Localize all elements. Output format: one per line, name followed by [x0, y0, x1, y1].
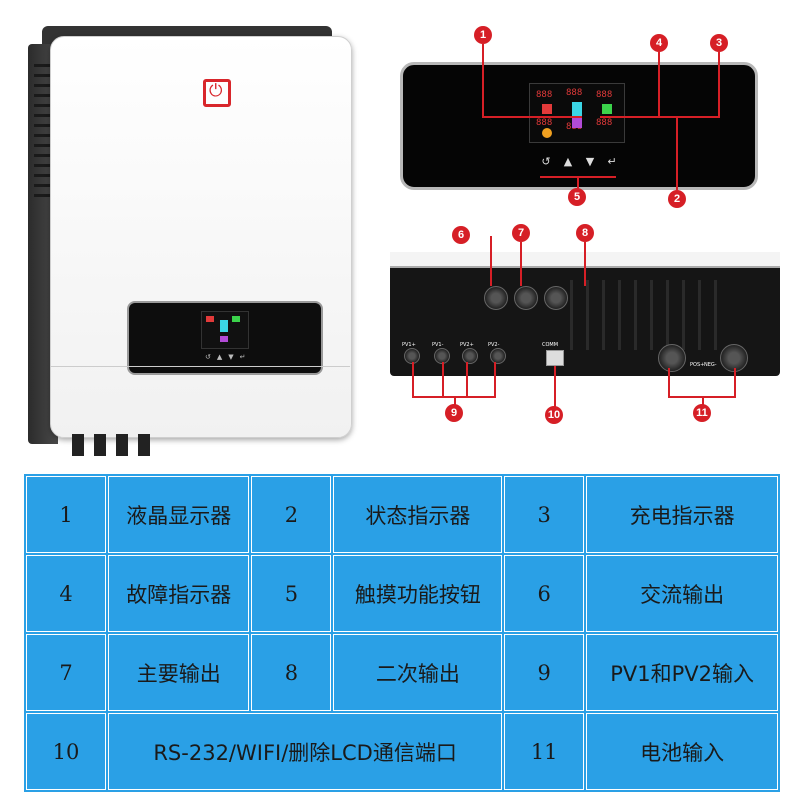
callout-lead — [454, 396, 456, 406]
terminal-label: PV1- — [432, 342, 444, 348]
mini-panel-buttons: ↺▲▼↵ — [205, 353, 252, 361]
lcd-display: 888 888 888 888 888 888 — [529, 83, 625, 143]
callout-lead — [520, 242, 522, 286]
callout-lead — [577, 176, 579, 190]
item-number: 10 — [26, 713, 106, 790]
callout-lead — [676, 118, 678, 190]
callout-lead — [494, 362, 496, 398]
terminal-label: PV2- — [488, 342, 500, 348]
component-legend-table: 1 液晶显示器 2 状态指示器 3 充电指示器 4 故障指示器 5 触摸功能按钮… — [24, 474, 780, 792]
callout-lead — [442, 362, 444, 398]
callout-2: 2 — [668, 190, 686, 208]
item-label: 电池输入 — [586, 713, 778, 790]
item-label: 主要输出 — [108, 634, 250, 711]
item-number: 4 — [26, 555, 106, 632]
item-label: 状态指示器 — [333, 476, 503, 553]
item-number: 7 — [26, 634, 106, 711]
item-label: 液晶显示器 — [108, 476, 250, 553]
callout-6: 6 — [452, 226, 470, 244]
item-number: 9 — [504, 634, 585, 711]
lcd-digit: 888 — [596, 90, 613, 100]
callout-lead — [658, 52, 660, 118]
callout-10: 10 — [545, 406, 563, 424]
callout-lead — [490, 236, 492, 286]
inverter-divider — [50, 366, 350, 367]
terminal-label: PV2+ — [460, 342, 474, 348]
callout-1: 1 — [474, 26, 492, 44]
callout-7: 7 — [512, 224, 530, 242]
ac-output-gland — [484, 286, 508, 310]
inverter-body: ↺▲▼↵ — [50, 36, 352, 438]
callout-lead — [702, 396, 704, 406]
callout-lead — [466, 362, 468, 398]
lcd-digit: 888 — [566, 88, 583, 98]
comm-label: COMM — [542, 342, 559, 348]
item-number: 3 — [504, 476, 585, 553]
item-number: 6 — [504, 555, 585, 632]
table-row: 1 液晶显示器 2 状态指示器 3 充电指示器 — [26, 476, 778, 553]
callout-8: 8 — [576, 224, 594, 242]
callout-lead — [554, 366, 556, 408]
inverter-front-image: ↺▲▼↵ — [28, 26, 358, 458]
callout-lead — [482, 116, 582, 118]
callout-lead — [600, 116, 720, 118]
callout-lead — [734, 368, 736, 398]
battery-pos-gland — [658, 344, 686, 372]
inverter-connectors — [72, 434, 162, 458]
pv-connector — [462, 348, 478, 364]
battery-label: NEG- — [704, 362, 717, 368]
main-output-gland — [514, 286, 538, 310]
lcd-digit: 888 — [536, 90, 553, 100]
item-label: 交流输出 — [586, 555, 778, 632]
lcd-digit: 888 — [536, 118, 553, 128]
callout-lead — [668, 368, 670, 398]
table-row: 7 主要输出 8 二次输出 9 PV1和PV2输入 — [26, 634, 778, 711]
item-number: 1 — [26, 476, 106, 553]
inverter-control-panel: ↺▲▼↵ — [127, 301, 323, 375]
power-logo-icon — [203, 79, 231, 107]
item-label: 触摸功能按钮 — [333, 555, 503, 632]
enter-icon: ↵ — [607, 155, 617, 168]
item-number: 5 — [251, 555, 332, 632]
item-label: PV1和PV2输入 — [586, 634, 778, 711]
up-icon: ▲ — [563, 155, 573, 168]
item-label: RS-232/WIFI/删除LCD通信端口 — [108, 713, 503, 790]
table-row: 4 故障指示器 5 触摸功能按钮 6 交流输出 — [26, 555, 778, 632]
lcd-digit: 888 — [596, 118, 613, 128]
terminal-label: PV1+ — [402, 342, 416, 348]
callout-lead — [412, 362, 414, 398]
callout-lead — [584, 242, 586, 286]
callout-9: 9 — [445, 404, 463, 422]
callout-lead — [718, 52, 720, 118]
item-number: 2 — [251, 476, 332, 553]
item-label: 故障指示器 — [108, 555, 250, 632]
down-icon: ▼ — [585, 155, 595, 168]
comm-port — [546, 350, 564, 366]
pv-connector — [490, 348, 506, 364]
callout-11: 11 — [693, 404, 711, 422]
item-label: 二次输出 — [333, 634, 503, 711]
item-number: 11 — [504, 713, 585, 790]
callout-3: 3 — [710, 34, 728, 52]
secondary-output-gland — [544, 286, 568, 310]
item-number: 8 — [251, 634, 332, 711]
callout-4: 4 — [650, 34, 668, 52]
touch-buttons: ↺ ▲ ▼ ↵ — [535, 155, 625, 171]
callout-5: 5 — [568, 188, 586, 206]
back-icon: ↺ — [541, 155, 551, 168]
front-panel-closeup: 888 888 888 888 888 888 ↺ ▲ ▼ ↵ — [400, 62, 758, 190]
callout-lead — [482, 44, 484, 118]
battery-label: POS+ — [690, 362, 705, 368]
mini-lcd-screen — [201, 311, 249, 349]
table-row: 10 RS-232/WIFI/删除LCD通信端口 11 电池输入 — [26, 713, 778, 790]
item-label: 充电指示器 — [586, 476, 778, 553]
